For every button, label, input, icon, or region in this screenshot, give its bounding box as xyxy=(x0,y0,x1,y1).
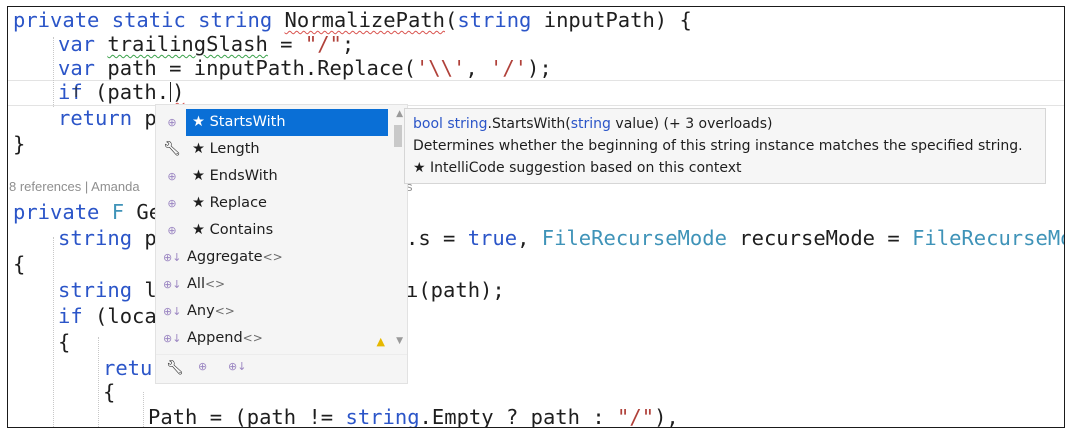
completion-list[interactable]: ⊕ ★ StartsWith 🔧︎ ★ Length ⊕ ★ EndsWith … xyxy=(155,104,408,384)
code-line-8-tail: .s = true, FileRecurseMode recurseMode =… xyxy=(406,226,1064,250)
code-line-10: string lo xyxy=(58,278,169,302)
code-line-3: var path = inputPath.Replace('\\', '/'); xyxy=(58,56,552,80)
scroll-down-arrow-icon[interactable]: ▼ xyxy=(396,336,403,346)
code-line-10-tail: ı(path); xyxy=(406,278,505,302)
quickinfo-signature: bool string.StartsWith(string value) (+ … xyxy=(413,116,773,132)
codelens-tail: s xyxy=(406,179,413,194)
extension-method-filter-icon[interactable]: ⊕↓ xyxy=(228,360,247,373)
code-line-11: if (local xyxy=(58,304,170,328)
extension-method-icon: ⊕↓ xyxy=(163,251,182,264)
completion-item-endswith[interactable]: ⊕ ★ EndsWith xyxy=(156,163,388,190)
text-caret xyxy=(170,82,172,102)
code-line-9: { xyxy=(13,252,26,276)
completion-filter-bar: 🔧︎ ⊕ ⊕↓ xyxy=(156,354,407,383)
quickinfo-tooltip: bool string.StartsWith(string value) (+ … xyxy=(404,108,1046,184)
code-line-5: return pa xyxy=(58,106,169,130)
extension-method-icon: ⊕↓ xyxy=(163,332,182,345)
scrollbar-thumb[interactable] xyxy=(394,125,402,147)
code-line-1: private static string NormalizePath(stri… xyxy=(13,8,692,32)
completion-item-append[interactable]: ⊕↓ Append<> xyxy=(156,325,388,352)
method-filter-icon[interactable]: ⊕ xyxy=(198,360,208,373)
code-line-15: Path = (path != string.Empty ? path : "/… xyxy=(148,405,679,428)
method-icon: ⊕ xyxy=(167,170,177,183)
wrench-icon: 🔧︎ xyxy=(163,141,181,157)
completion-item-startswith[interactable]: ⊕ ★ StartsWith xyxy=(156,109,388,136)
quickinfo-intellicode-note: ★ IntelliCode suggestion based on this c… xyxy=(413,160,742,176)
method-icon: ⊕ xyxy=(167,116,177,129)
method-icon: ⊕ xyxy=(167,197,177,210)
indent-guide xyxy=(143,392,144,427)
code-line-8: string pa xyxy=(58,226,169,250)
indent-guide xyxy=(53,237,54,427)
extension-method-icon: ⊕↓ xyxy=(163,278,182,291)
completion-item-replace[interactable]: ⊕ ★ Replace xyxy=(156,190,388,217)
code-line-13: retur xyxy=(103,356,165,380)
warning-icon: ▲ xyxy=(376,335,385,348)
code-line-2: var trailingSlash = "/"; xyxy=(58,32,355,56)
completion-item-length[interactable]: 🔧︎ ★ Length xyxy=(156,136,388,163)
extension-method-icon: ⊕↓ xyxy=(163,305,182,318)
code-text[interactable]: private static string NormalizePath(stri… xyxy=(13,7,1064,428)
code-line-14: { xyxy=(103,380,116,404)
indent-guide xyxy=(53,37,54,107)
property-filter-icon[interactable]: 🔧︎ xyxy=(166,360,184,376)
code-line-7: private F Get xyxy=(13,200,174,224)
code-line-6: } xyxy=(13,132,26,156)
completion-item-any[interactable]: ⊕↓ Any<> xyxy=(156,298,388,325)
code-line-4: if (path.) xyxy=(58,80,185,104)
indent-guide xyxy=(98,337,99,427)
quickinfo-description: Determines whether the beginning of this… xyxy=(413,138,1023,154)
completion-item-contains[interactable]: ⊕ ★ Contains xyxy=(156,217,388,244)
completion-item-all[interactable]: ⊕↓ All<> xyxy=(156,271,388,298)
code-line-12: { xyxy=(58,330,71,354)
completion-item-aggregate[interactable]: ⊕↓ Aggregate<> xyxy=(156,244,388,271)
ibeam-cursor-icon: I xyxy=(74,85,79,101)
scroll-up-arrow-icon[interactable]: ▲ xyxy=(396,109,403,119)
codelens-references[interactable]: 8 references | Amanda xyxy=(9,179,140,194)
method-icon: ⊕ xyxy=(167,224,177,237)
current-line-highlight xyxy=(8,80,1064,106)
